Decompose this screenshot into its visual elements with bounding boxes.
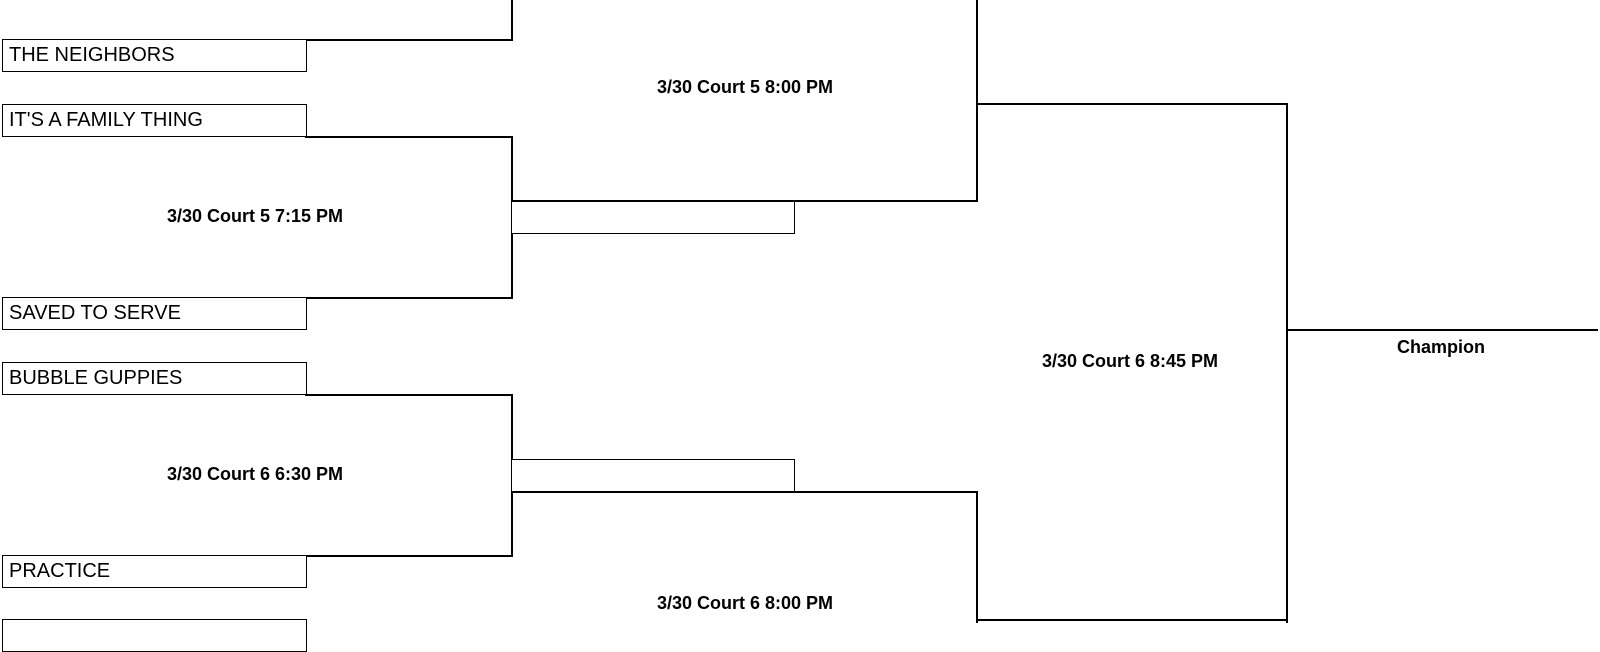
team-slot[interactable]: BUBBLE GUPPIES bbox=[2, 362, 307, 395]
bracket-line bbox=[511, 200, 978, 202]
bracket-line bbox=[976, 491, 978, 623]
bracket-line bbox=[976, 0, 978, 202]
team-slot[interactable] bbox=[2, 619, 307, 652]
bracket-line bbox=[976, 103, 1288, 105]
bracket-line bbox=[511, 0, 513, 41]
team-name: BUBBLE GUPPIES bbox=[9, 367, 183, 389]
champion-label: Champion bbox=[1397, 337, 1485, 357]
team-slot[interactable]: THE NEIGHBORS bbox=[2, 39, 307, 72]
team-slot[interactable]: SAVED TO SERVE bbox=[2, 297, 307, 330]
winner-slot[interactable] bbox=[511, 459, 795, 493]
team-slot[interactable]: PRACTICE bbox=[2, 555, 307, 588]
bracket-line bbox=[511, 491, 978, 493]
bracket-line bbox=[1286, 103, 1288, 623]
team-slot[interactable]: IT'S A FAMILY THING bbox=[2, 104, 307, 137]
champion-line bbox=[1286, 329, 1598, 331]
bracket-line bbox=[305, 39, 512, 41]
bracket-line bbox=[976, 619, 1288, 621]
bracket-line bbox=[305, 555, 512, 557]
team-name: SAVED TO SERVE bbox=[9, 302, 181, 324]
bracket-line bbox=[305, 394, 512, 396]
game-label: 3/30 Court 6 8:00 PM bbox=[656, 593, 834, 613]
game-label: 3/30 Court 5 8:00 PM bbox=[656, 77, 834, 97]
bracket-line bbox=[305, 297, 512, 299]
team-name: IT'S A FAMILY THING bbox=[9, 109, 203, 131]
bracket-line bbox=[305, 136, 512, 138]
game-label: 3/30 Court 6 8:45 PM bbox=[1041, 351, 1219, 371]
team-name: THE NEIGHBORS bbox=[9, 44, 175, 66]
game-label: 3/30 Court 6 6:30 PM bbox=[166, 464, 344, 484]
team-name: PRACTICE bbox=[9, 560, 111, 582]
winner-slot[interactable] bbox=[511, 200, 795, 234]
game-label: 3/30 Court 5 7:15 PM bbox=[166, 206, 344, 226]
